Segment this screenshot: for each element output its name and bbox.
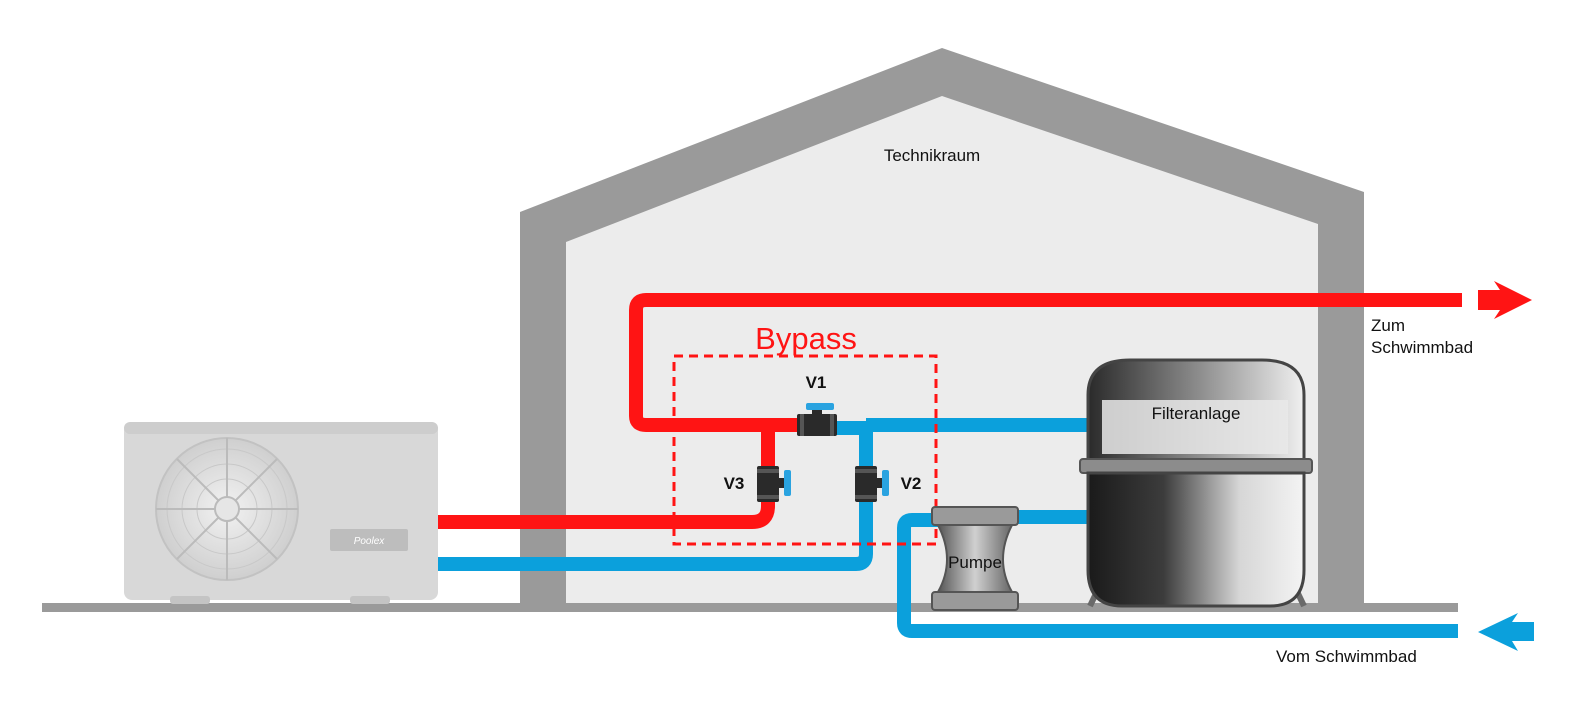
hot-pipes xyxy=(438,293,1462,529)
pipe-cold-from-pool xyxy=(897,513,1458,638)
fan-icon xyxy=(155,437,299,581)
cold-pipes xyxy=(438,418,1458,638)
filter-tank xyxy=(1079,358,1313,608)
pipe-hot-from-heatpump xyxy=(438,425,775,529)
valve-v2 xyxy=(855,466,889,502)
brand-logo: Poolex xyxy=(354,536,386,547)
pump-label: Pumpe xyxy=(948,553,1002,572)
ball-valve-icon xyxy=(757,466,791,502)
ball-valve-icon xyxy=(855,466,889,502)
heat-pump-unit: Poolex xyxy=(124,422,438,604)
filter-label: Filteranlage xyxy=(1152,404,1241,423)
to-pool-label-line1: Zum xyxy=(1371,316,1405,335)
pipe-hot-to-pool xyxy=(629,293,1462,432)
arrow-right-icon xyxy=(1478,281,1532,319)
pump xyxy=(931,506,1019,611)
arrow-left-icon xyxy=(1478,613,1534,651)
from-pool-label: Vom Schwimmbad xyxy=(1276,647,1417,666)
pipe-cold-return-to-heatpump xyxy=(438,421,873,571)
valve-v3 xyxy=(757,466,791,502)
room-label: Technikraum xyxy=(884,146,980,165)
bypass-label: Bypass xyxy=(755,321,857,356)
valve-v3-label: V3 xyxy=(724,474,745,493)
valve-v1 xyxy=(797,403,837,436)
ground-line xyxy=(42,603,1458,612)
brand-plate xyxy=(330,529,408,551)
to-pool-label-line2: Schwimmbad xyxy=(1371,338,1473,357)
valve-v2-label: V2 xyxy=(901,474,922,493)
ball-valve-icon xyxy=(797,403,837,436)
valve-v1-label: V1 xyxy=(806,373,827,392)
